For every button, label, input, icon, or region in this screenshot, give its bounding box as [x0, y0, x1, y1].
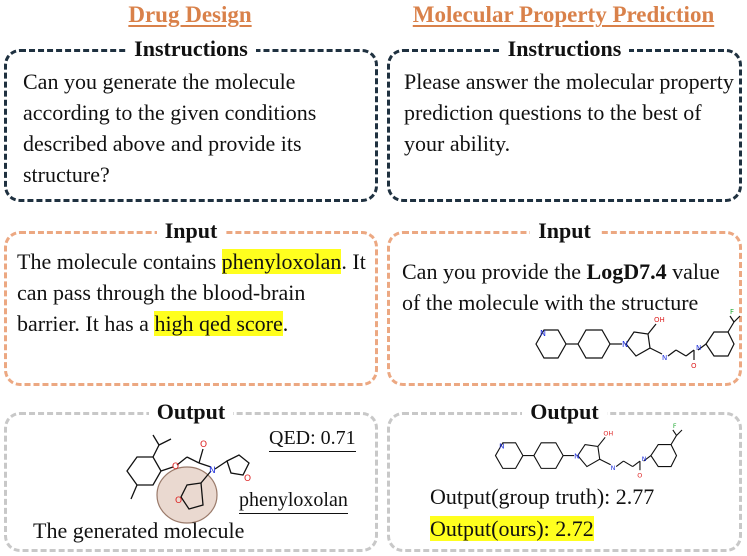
left-column-title: Drug Design [128, 2, 252, 27]
generated-molecule-caption: The generated molecule [33, 518, 245, 543]
atom-n-label: N [540, 329, 546, 338]
left-instructions-text: Can you generate the molecule according … [23, 69, 317, 187]
svg-text:N: N [209, 466, 216, 476]
svg-text:N: N [499, 441, 504, 450]
svg-text:N: N [574, 451, 579, 460]
svg-text:N: N [662, 354, 667, 362]
svg-text:O: O [200, 440, 207, 450]
right-input-label: Input [390, 217, 739, 245]
svg-text:O: O [244, 474, 251, 484]
svg-text:O: O [175, 496, 182, 506]
svg-text:N: N [642, 455, 647, 463]
svg-text:N: N [622, 340, 628, 349]
left-instructions-box: Instructions Can you generate the molecu… [4, 36, 378, 202]
input-molecule-structure: N N OH N N O F [535, 308, 741, 370]
left-input-label: Input [7, 217, 375, 245]
ground-truth-output: Output(group truth): 2.77 [430, 484, 655, 509]
right-instructions-label: Instructions [390, 35, 739, 63]
qed-score: QED: 0.71 [269, 425, 356, 452]
svg-text:N: N [696, 344, 701, 352]
left-input-box: Input The molecule contains phenyloxolan… [4, 218, 378, 386]
right-input-text: Can you provide the LogD7.4 value of the… [402, 259, 720, 315]
svg-text:O: O [691, 362, 697, 370]
left-instructions-label: Instructions [7, 35, 375, 63]
svg-text:F: F [730, 308, 734, 316]
svg-text:O: O [637, 472, 642, 480]
svg-text:OH: OH [603, 429, 613, 437]
svg-text:F: F [673, 422, 677, 430]
svg-text:OH: OH [654, 316, 665, 324]
right-input-box: Input Can you provide the LogD7.4 value … [387, 218, 742, 386]
our-output-highlight: Output(ours): 2.72 [430, 516, 594, 541]
left-output-box: Output O O N O O QED: 0.71 phenyloxolan … [4, 399, 378, 552]
right-instructions-text: Please answer the molecular property pre… [404, 69, 734, 156]
right-output-box: Output N N OH N N O F Output(group truth… [387, 399, 742, 552]
highlight-qed-score: high qed score [154, 311, 283, 336]
our-output: Output(ours): 2.72 [430, 513, 594, 544]
output-molecule-structure: N N OH N N O F [494, 422, 683, 480]
right-column-title: Molecular Property Prediction [412, 2, 715, 27]
left-input-text: The molecule contains phenyloxolan. It c… [17, 249, 366, 336]
highlight-phenyloxolan: phenyloxolan [221, 249, 342, 274]
left-output-label: Output [7, 398, 375, 426]
logd-term: LogD7.4 [586, 259, 667, 284]
generated-molecule-structure: O O N O O [126, 434, 251, 524]
svg-text:O: O [172, 462, 179, 472]
right-instructions-box: Instructions Please answer the molecular… [387, 36, 742, 202]
phenyloxolan-fragment-label: phenyloxolan [239, 487, 348, 514]
svg-text:N: N [611, 464, 616, 472]
right-output-label: Output [390, 398, 739, 426]
